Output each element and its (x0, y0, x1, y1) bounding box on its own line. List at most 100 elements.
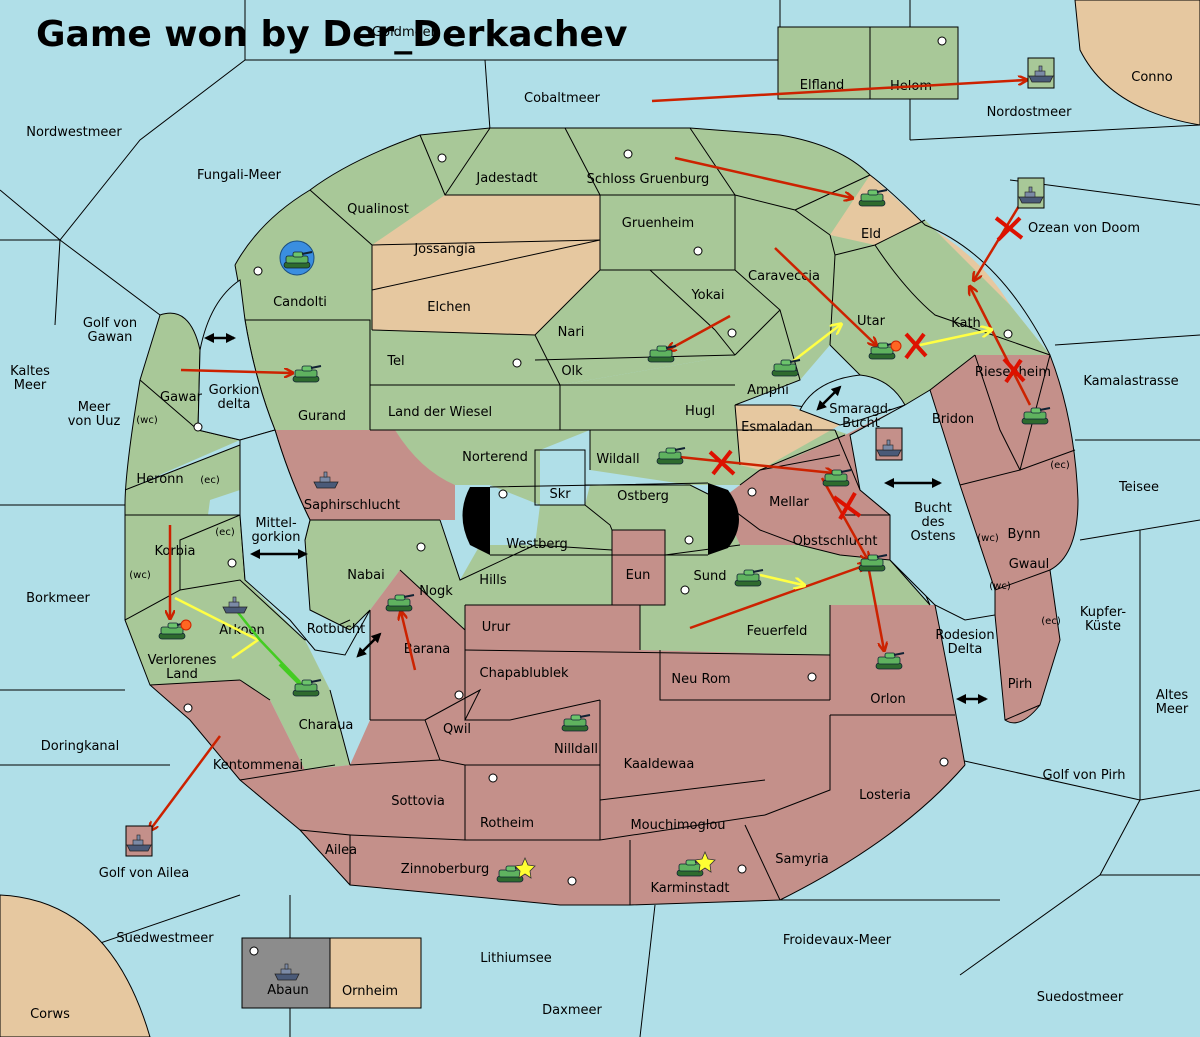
label-heronn: Heronn (136, 472, 183, 487)
supply-centers (183, 36, 1013, 956)
label-mittel-2: gorkion (252, 530, 301, 545)
label-jossangia: Jossangia (413, 242, 475, 257)
label-eun: Eun (626, 568, 651, 583)
label-chapa: Chapablublek (480, 666, 569, 681)
label-qwil: Qwil (443, 722, 471, 737)
fleets[interactable] (125, 57, 1055, 981)
label-nari: Nari (558, 325, 585, 340)
label-nogk: Nogk (419, 584, 453, 599)
label-suedostmeer: Suedostmeer (1037, 990, 1124, 1005)
label-froidevaux: Froidevaux-Meer (783, 933, 892, 948)
territory-labels: Goldmeer Cobaltmeer Nordwestmeer Fungali… (10, 25, 1189, 1022)
label-hills: Hills (479, 573, 507, 588)
territory-elfland[interactable] (777, 26, 871, 100)
label-elfland: Elfland (800, 78, 844, 93)
label-kentommenai: Kentommenai (213, 758, 303, 773)
label-obstschlucht: Obstschlucht (793, 534, 878, 549)
label-abaun: Abaun (267, 983, 309, 998)
label-cobaltmeer: Cobaltmeer (524, 91, 601, 106)
label-verloren-2: Land (166, 667, 198, 682)
armies[interactable] (158, 189, 1051, 883)
label-norterend: Norterend (462, 450, 528, 465)
label-amphi: Amphi (747, 383, 789, 398)
label-yokai: Yokai (690, 288, 724, 303)
label-kupfer-1: Kupfer- (1080, 605, 1126, 620)
markers (180, 340, 902, 879)
label-rotbucht: Rotbucht (307, 622, 365, 637)
label-neurom: Neu Rom (671, 672, 730, 687)
move-orders (150, 80, 1032, 830)
label-candolti: Candolti (273, 295, 327, 310)
adjacency-arrows (204, 333, 988, 704)
label-gawar-wc: (wc) (136, 415, 158, 426)
label-landwiesel: Land der Wiesel (388, 405, 492, 420)
label-sund: Sund (694, 569, 727, 584)
label-gruenheim: Gruenheim (622, 216, 694, 231)
label-wildall: Wildall (596, 452, 639, 467)
label-bucht-1: Bucht (914, 501, 952, 516)
label-altes-1: Altes (1156, 688, 1189, 703)
label-westberg: Westberg (506, 537, 568, 552)
label-elchen: Elchen (427, 300, 470, 315)
label-gwaul: Gwaul (1009, 557, 1050, 572)
label-kaltes-2: Meer (14, 378, 47, 393)
label-nilldall: Nilldall (554, 742, 598, 757)
label-daxmeer: Daxmeer (542, 1003, 602, 1018)
label-gwaul-wc: (wc) (989, 581, 1011, 592)
label-meeruuz-2: von Uuz (68, 414, 121, 429)
label-gorkion-2: delta (218, 397, 251, 412)
label-nordwestmeer: Nordwestmeer (26, 125, 122, 140)
label-ailea: Ailea (325, 843, 357, 858)
label-kaaldewaa: Kaaldewaa (624, 757, 695, 772)
label-kupfer-2: Küste (1085, 619, 1121, 634)
label-rotheim: Rotheim (480, 816, 534, 831)
label-saphir: Saphirschlucht (304, 498, 400, 513)
inner-seas (197, 279, 996, 656)
label-smaragd-1: Smaragd- (829, 402, 893, 417)
label-pirh: Pirh (1008, 677, 1033, 692)
label-gurand: Gurand (298, 409, 346, 424)
label-kath: Kath (951, 316, 981, 331)
label-skr: Skr (549, 487, 571, 502)
label-mittel-1: Mittel- (255, 516, 297, 531)
label-olk: Olk (561, 364, 583, 379)
label-karmin: Karminstadt (650, 881, 729, 896)
label-lithium: Lithiumsee (480, 951, 551, 966)
label-orlon: Orlon (870, 692, 905, 707)
label-schloss: Schloss Gruenburg (587, 172, 710, 187)
label-charaua: Charaua (299, 718, 354, 733)
burst-icon (180, 619, 192, 631)
label-teisee: Teisee (1118, 480, 1159, 495)
page-title: Game won by Der_Derkachev (36, 14, 627, 55)
label-esmaladan: Esmaladan (741, 420, 813, 435)
label-sottovia: Sottovia (391, 794, 445, 809)
label-borkmeer: Borkmeer (26, 591, 90, 606)
label-urur: Urur (482, 620, 511, 635)
label-jadestadt: Jadestadt (475, 171, 537, 186)
label-korbia-ec: (ec) (215, 527, 235, 538)
label-gwaul-ec: (ec) (1041, 616, 1061, 627)
label-bucht-3: Ostens (910, 529, 955, 544)
label-losteria: Losteria (859, 788, 911, 803)
label-gorkion-1: Gorkion (209, 383, 260, 398)
label-qualinost: Qualinost (347, 202, 409, 217)
label-samyria: Samyria (775, 852, 829, 867)
label-golfgawan-2: Gawan (88, 330, 133, 345)
label-barana: Barana (404, 642, 450, 657)
label-golfailea: Golf von Ailea (99, 866, 189, 881)
label-rodesion-1: Rodesion (935, 628, 994, 643)
label-kaltes-1: Kaltes (10, 364, 50, 379)
central-lake (462, 487, 490, 555)
territory-ornheim[interactable] (329, 937, 422, 1009)
label-korbia-wc: (wc) (129, 570, 151, 581)
label-golfgawan-1: Golf von (83, 316, 137, 331)
label-eld: Eld (861, 227, 881, 242)
label-ostberg: Ostberg (617, 489, 669, 504)
label-mouchimoglou: Mouchimoglou (630, 818, 725, 833)
label-fungali: Fungali-Meer (197, 168, 282, 183)
label-corws: Corws (30, 1007, 70, 1022)
label-goldmeer: Goldmeer (372, 25, 437, 40)
label-bynn-wc: (wc) (977, 533, 999, 544)
label-feuerfeld: Feuerfeld (747, 624, 808, 639)
